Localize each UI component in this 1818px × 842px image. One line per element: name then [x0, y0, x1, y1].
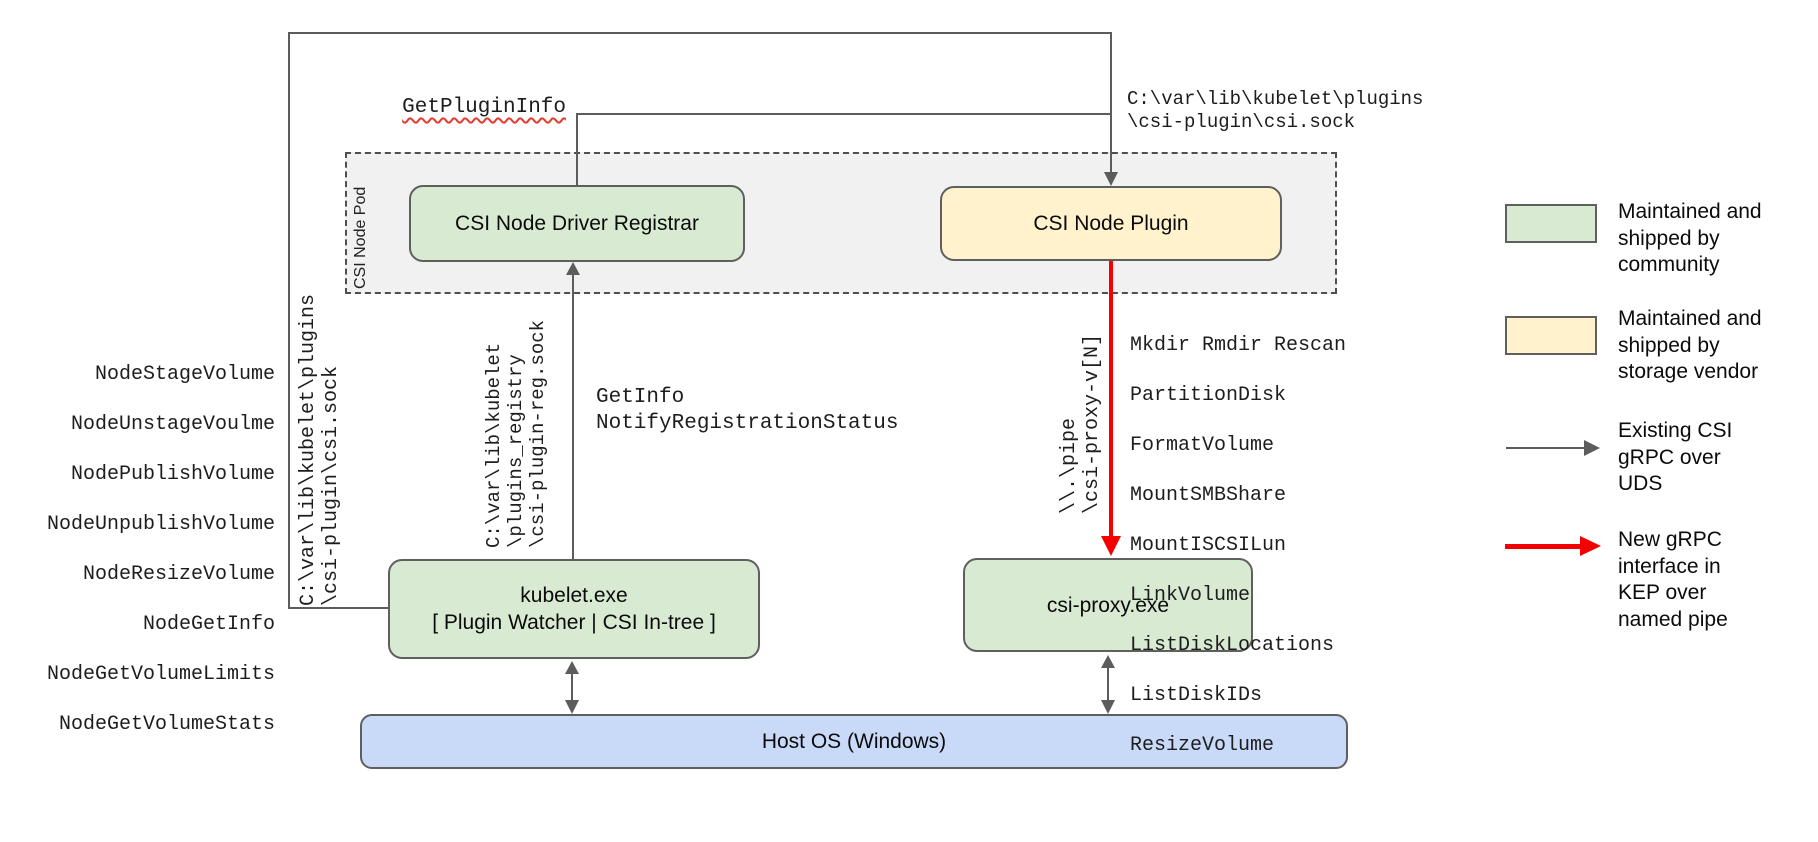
kubelet-box-title: kubelet.exe — [520, 584, 628, 607]
csi-sock-path-vertical-label: C:\var\lib\kubelet\plugins \csi-plugin\c… — [297, 293, 343, 606]
proxy-call-item: MountSMBShare — [1130, 484, 1287, 507]
proxy-call-item: ListDiskLocations — [1130, 634, 1335, 657]
legend-vendor-text: Maintained and shipped by storage vendor — [1618, 307, 1762, 383]
arrowhead-csiproxy-down-icon — [1101, 700, 1115, 714]
legend-community-swatch — [1505, 204, 1597, 243]
node-call-item: NodePublishVolume — [70, 463, 275, 486]
proxy-call-item: Mkdir Rmdir Rescan — [1130, 334, 1347, 357]
proxy-call-item: ResizeVolume — [1130, 734, 1275, 757]
connector-kubelet-registrar — [572, 274, 574, 559]
connector-kubelet-hostos — [571, 672, 573, 703]
node-call-item: NodeUnpublishVolume — [46, 513, 275, 536]
kubelet-box-subtitle: [ Plugin Watcher | CSI In-tree ] — [432, 611, 716, 634]
host-os-box: Host OS (Windows) — [360, 714, 1348, 769]
connector-kubelet-plugin-stub — [288, 607, 390, 609]
get-plugin-info-label: GetPluginInfo — [402, 96, 566, 119]
node-call-item: NodeGetVolumeLimits — [46, 663, 275, 686]
csi-sock-path-label: C:\var\lib\kubelet\plugins \csi-plugin\c… — [1127, 88, 1424, 133]
connector-kubelet-plugin-left-segment — [288, 32, 290, 609]
arrowhead-into-registrar-icon — [566, 262, 580, 275]
proxy-call-item: MountISCSILun — [1130, 534, 1287, 557]
node-call-item: NodeGetVolumeStats — [58, 713, 275, 736]
kubelet-box: kubelet.exe [ Plugin Watcher | CSI In-tr… — [388, 559, 760, 659]
proxy-call-item: LinkVolume — [1130, 584, 1251, 607]
connector-getplugininfo-vertical — [576, 113, 578, 185]
node-call-item: NodeGetInfo — [142, 613, 275, 636]
proxy-call-item: FormatVolume — [1130, 434, 1275, 457]
node-call-item: NodeUnstageVoulme — [70, 413, 275, 436]
legend-uds-text: Existing CSI gRPC over UDS — [1618, 419, 1733, 495]
arrowhead-kubelet-up-icon — [565, 661, 579, 674]
named-pipe-vertical-label: \\.\pipe \csi-proxy-v[N] — [1058, 333, 1104, 514]
arrowhead-into-plugin-icon — [1104, 172, 1118, 186]
node-call-item: NodeResizeVolume — [82, 563, 275, 586]
arrowhead-into-csiproxy-icon — [1101, 536, 1121, 556]
proxy-call-item: PartitionDisk — [1130, 384, 1287, 407]
legend-gray-arrow-shaft — [1506, 447, 1584, 449]
legend-gray-arrow-icon — [1584, 440, 1600, 456]
legend-red-arrow-icon — [1580, 536, 1601, 556]
proxy-calls-list: Mkdir Rmdir Rescan PartitionDisk FormatV… — [1130, 308, 1346, 783]
arrowhead-csiproxy-up-icon — [1101, 655, 1115, 668]
registrar-sock-path-vertical-label: C:\var\lib\kubelet \plugins_registry \cs… — [483, 319, 549, 548]
csi-node-pod-label: CSI Node Pod — [352, 186, 369, 289]
connector-kubelet-plugin-top-segment — [288, 32, 1111, 34]
legend-vendor-swatch — [1505, 316, 1597, 355]
connector-getplugininfo-horizontal — [576, 113, 1110, 115]
registration-calls-label: GetInfo NotifyRegistrationStatus — [596, 386, 899, 435]
node-call-item: NodeStageVolume — [94, 363, 275, 386]
legend-namedpipe-text: New gRPC interface in KEP over named pip… — [1618, 528, 1728, 631]
csi-node-plugin-box: CSI Node Plugin — [940, 186, 1282, 261]
node-calls-list: NodeStageVolume NodeUnstageVoulme NodePu… — [30, 337, 275, 762]
connector-plugin-csiproxy-red — [1109, 260, 1113, 538]
arrowhead-kubelet-down-icon — [565, 700, 579, 714]
connector-csiproxy-hostos — [1107, 666, 1109, 703]
legend-community-text: Maintained and shipped by community — [1618, 200, 1762, 276]
csi-node-driver-registrar-box: CSI Node Driver Registrar — [409, 185, 745, 262]
proxy-call-item: ListDiskIDs — [1130, 684, 1263, 707]
legend-red-arrow-shaft — [1505, 544, 1580, 549]
csi-proxy-box: csi-proxy.exe — [963, 558, 1253, 652]
connector-kubelet-plugin-down-segment — [1110, 32, 1112, 174]
